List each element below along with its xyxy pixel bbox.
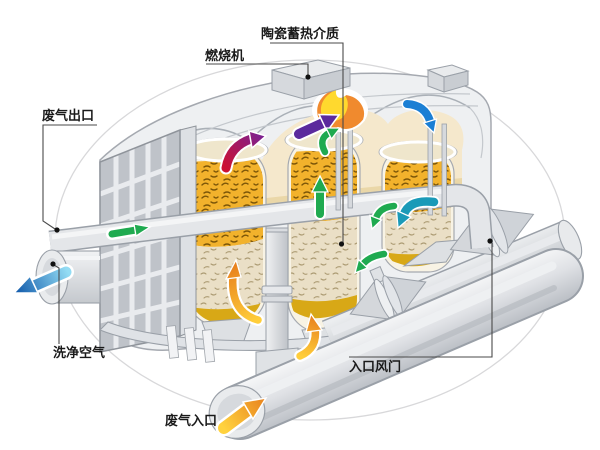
chamber3-intake-arrow xyxy=(395,195,440,230)
leader-dots xyxy=(50,74,493,267)
chamber2-up-arrow xyxy=(310,174,330,220)
support-slats xyxy=(165,325,216,363)
duct-flow-arrow xyxy=(106,223,152,240)
leader-clean-air xyxy=(53,264,60,344)
flame-feed-arrow xyxy=(317,127,342,157)
damper-1 xyxy=(349,265,427,321)
chamber1-preheat-arrow xyxy=(219,129,268,175)
inlet-riser-arrow xyxy=(294,312,324,362)
label-clean-air: 洗净空气 xyxy=(53,345,105,361)
leader-burner xyxy=(206,63,309,75)
leader-ceramic-media xyxy=(270,42,344,243)
chamber3-down-arrow xyxy=(401,98,438,135)
chamber1-exit-arrow xyxy=(224,258,264,326)
roof-port-box xyxy=(426,64,470,93)
to-combustion-arrow xyxy=(292,113,341,141)
leader-exhaust-outlet xyxy=(42,124,97,230)
ceramic-bed-1 xyxy=(189,158,263,323)
label-burner: 燃烧机 xyxy=(205,48,244,64)
label-ceramic-media: 陶瓷蓄热介质 xyxy=(261,26,339,42)
leader-lines xyxy=(42,42,493,358)
leader-inlet-damper xyxy=(349,243,493,358)
clean-air-out-arrow xyxy=(12,264,74,294)
chamber3-circulation-arrow-b xyxy=(354,249,389,275)
label-exhaust-outlet: 废气出口 xyxy=(42,108,94,124)
chamber3-circulation-arrow-a xyxy=(369,201,399,231)
label-exhaust-inlet: 废气入口 xyxy=(165,413,217,429)
waste-gas-in-arrow xyxy=(215,396,268,437)
label-inlet-damper: 入口风门 xyxy=(349,359,401,375)
burner-box xyxy=(271,59,351,100)
